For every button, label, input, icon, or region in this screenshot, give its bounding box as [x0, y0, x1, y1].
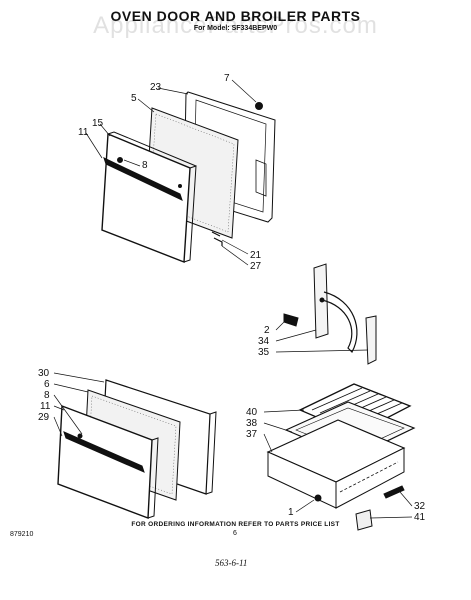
broiler-handle [63, 431, 145, 473]
callout-6: 6 [44, 379, 50, 390]
upper-callout-leaders [85, 79, 257, 266]
callout-29: 29 [38, 412, 50, 423]
broiler-clip-32 [383, 485, 405, 499]
hinge-spring [365, 315, 377, 365]
broiler-outer-edge [147, 437, 159, 519]
drawing-code: 879210 [10, 531, 34, 538]
callout-40: 40 [246, 407, 258, 418]
outer-door-edge [183, 165, 197, 263]
model-label: For Model: SF334BEPW0 [193, 25, 278, 32]
callout-27: 27 [250, 261, 262, 272]
hinge-pin [283, 313, 299, 327]
pan-callout-leaders [263, 409, 413, 519]
broiler-drawer-end [335, 447, 405, 509]
callout-23: 23 [150, 82, 162, 93]
broiler-drawer-rail [339, 461, 399, 493]
door-screw-right [178, 184, 182, 188]
door-screw [117, 157, 123, 163]
broiler-pan-assembly [266, 383, 416, 531]
hinge-assembly [283, 263, 377, 365]
outer-door-top-edge [107, 131, 197, 167]
callout-8-upper: 8 [142, 160, 148, 171]
upper-door-assembly [101, 91, 276, 264]
hinge-pivot [319, 297, 325, 303]
callout-21: 21 [250, 250, 262, 261]
callout-11-lower: 11 [40, 401, 51, 412]
broiler-door-assembly [57, 379, 217, 519]
callout-5: 5 [131, 93, 137, 104]
handwritten-note: 563-6-11 [215, 558, 248, 568]
callout-11-upper: 11 [78, 127, 89, 138]
broiler-clip-41 [355, 509, 373, 531]
door-liner-frame [183, 91, 276, 223]
vent-nut [255, 102, 263, 110]
door-insulation-texture [149, 113, 235, 233]
broiler-drawer-knob [314, 494, 322, 502]
broiler-screw [77, 433, 83, 439]
page-number: 6 [233, 530, 237, 537]
hinge-arm [321, 291, 358, 353]
callout-8-lower: 8 [44, 390, 50, 401]
broiler-callout-leaders [53, 372, 105, 437]
callout-30: 30 [38, 368, 50, 379]
hinge-pins [211, 231, 223, 246]
callout-37: 37 [246, 429, 258, 440]
door-liner-tab [255, 159, 267, 197]
broiler-liner-edge [205, 411, 217, 495]
callout-2: 2 [264, 325, 270, 336]
callout-1: 1 [288, 507, 294, 518]
callout-35: 35 [258, 347, 270, 358]
callout-32: 32 [414, 501, 426, 512]
callout-numbers: 23 7 5 11 15 8 21 27 2 34 35 30 6 8 11 2… [38, 73, 426, 523]
watermark: AppliancePartsPros.com [93, 12, 378, 39]
callout-38: 38 [246, 418, 258, 429]
ordering-note: FOR ORDERING INFORMATION REFER TO PARTS … [131, 521, 340, 528]
callout-15: 15 [92, 118, 104, 129]
diagram-title: OVEN DOOR AND BROILER PARTS [110, 8, 361, 24]
door-handle [103, 157, 183, 201]
callout-34: 34 [258, 336, 270, 347]
hinge-callout-leaders [275, 319, 369, 353]
callout-7: 7 [224, 73, 230, 84]
callout-41: 41 [414, 512, 426, 523]
